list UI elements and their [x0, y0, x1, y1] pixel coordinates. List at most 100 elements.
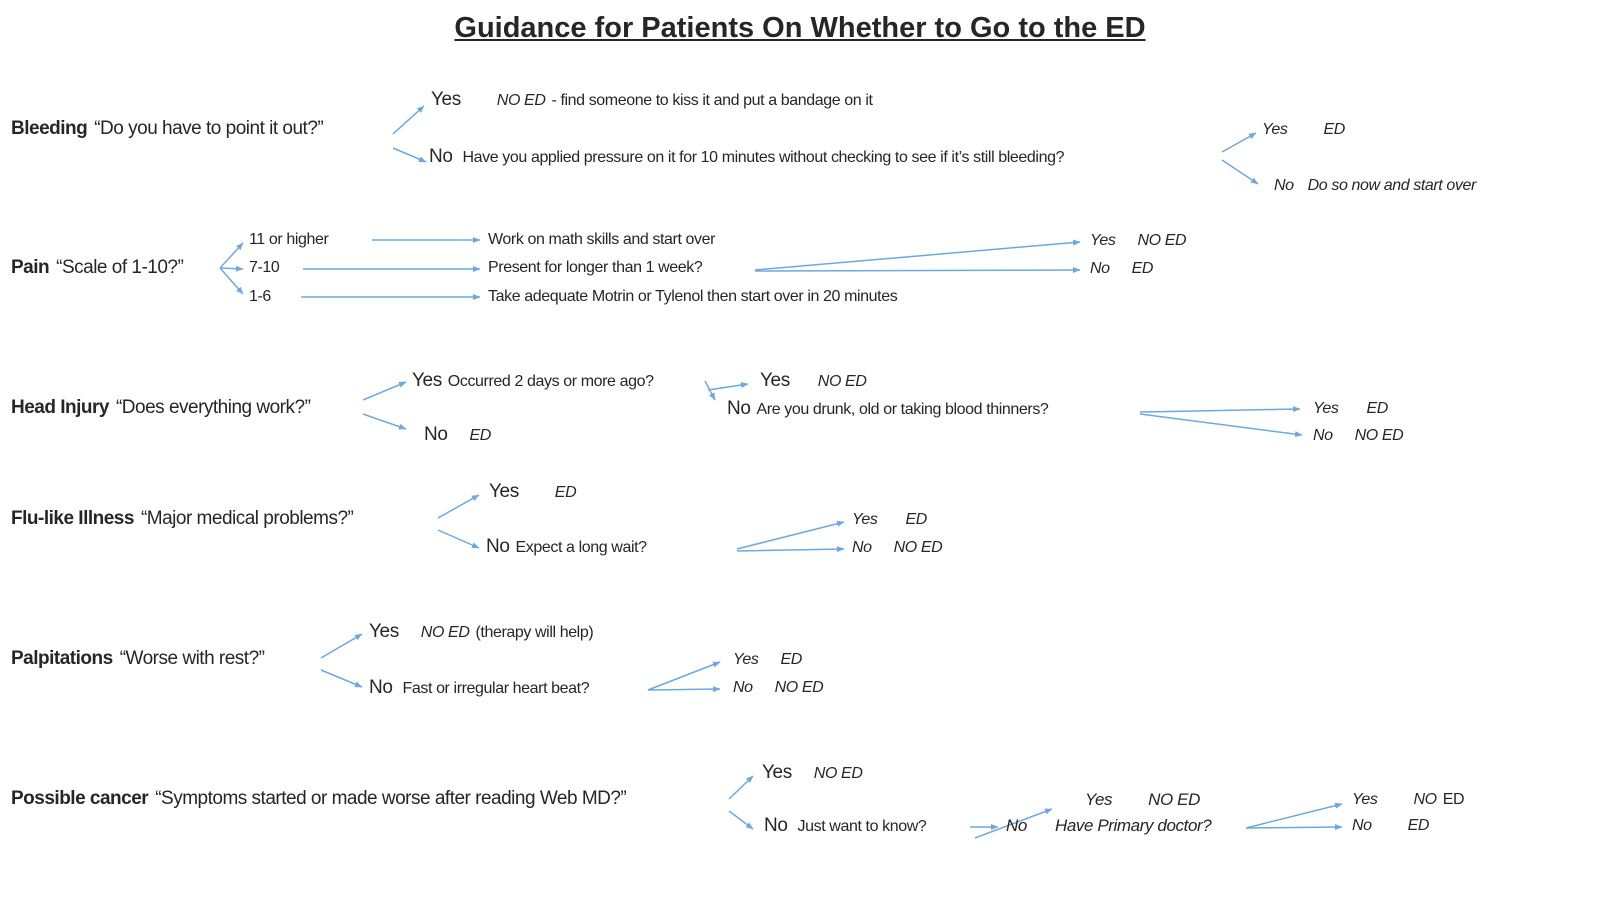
- head-subsub-yes-outcome: ED: [1366, 400, 1389, 417]
- flu-yes-label: Yes: [489, 481, 519, 502]
- pain-sub-no-line: No ED: [1090, 257, 1154, 281]
- cancer-sub-no-label: No: [1006, 816, 1027, 835]
- cancer-yes-outcome: NO ED: [813, 765, 863, 782]
- pain-question: “Scale of 1-10?”: [56, 257, 184, 278]
- flu-sub-yes-outcome: ED: [905, 511, 928, 528]
- palp-label: Palpitations: [11, 648, 113, 669]
- arrow: [320, 669, 363, 688]
- arrow: [736, 546, 845, 553]
- head-yes-question: Occurred 2 days or more ago?: [447, 373, 654, 390]
- head-no-outcome: ED: [469, 427, 492, 444]
- arrow: [754, 267, 1081, 274]
- pain-sub-no-label: No: [1090, 260, 1110, 277]
- bleeding-yes-label: Yes: [431, 89, 461, 110]
- head-sub-no-question: Are you drunk, old or taking blood thinn…: [756, 401, 1049, 418]
- flu-label: Flu-like Illness: [11, 508, 134, 529]
- head-sub-no-line: No Are you drunk, old or taking blood thi…: [727, 397, 1049, 422]
- bleeding-sub-yes-outcome: ED: [1323, 121, 1346, 138]
- arrow: [707, 382, 749, 391]
- arrow: [754, 239, 1081, 271]
- palp-no-question: Fast or irregular heart beat?: [402, 680, 590, 697]
- pain-branch-high-outcome: Work on math skills and start over: [488, 231, 716, 248]
- flu-no-label: No: [486, 536, 510, 557]
- pain-branch-mid-question: Present for longer than 1 week?: [488, 259, 703, 276]
- cancer-no-question: Just want to know?: [797, 818, 927, 835]
- cancer-subsub-no-outcome: ED: [1407, 817, 1430, 834]
- arrow: [219, 267, 244, 295]
- arrow: [320, 633, 363, 659]
- head-node: Head Injury“Does everything work?”: [11, 396, 311, 420]
- palp-sub-no-label: No: [733, 679, 753, 696]
- head-question: “Does everything work?”: [115, 397, 311, 418]
- flu-sub-yes-label: Yes: [852, 511, 878, 528]
- arrow: [1139, 406, 1301, 413]
- pain-branch-low: 1-6: [249, 288, 271, 305]
- cancer-sub-yes-outcome: NO ED: [1148, 790, 1200, 809]
- head-sub-no-label: No: [727, 398, 751, 419]
- palp-yes-label: Yes: [369, 621, 399, 642]
- arrow: [704, 380, 716, 401]
- palp-yes-line: Yes NO ED (therapy will help): [369, 620, 594, 645]
- pain-sub-no-outcome: ED: [1131, 260, 1154, 277]
- head-sub-yes-label: Yes: [760, 370, 790, 391]
- arrow: [728, 810, 754, 830]
- arrow: [219, 265, 244, 272]
- palp-yes-outcome: NO ED: [420, 624, 470, 641]
- bleeding-yes-outcome: NO ED: [496, 92, 546, 109]
- page-title: Guidance for Patients On Whether to Go t…: [454, 12, 1146, 44]
- head-sub-yes-line: Yes NO ED: [760, 369, 867, 394]
- arrow: [1245, 824, 1343, 831]
- arrow: [736, 520, 845, 550]
- flu-question: “Major medical problems?”: [140, 508, 354, 529]
- pain-label: Pain: [11, 257, 50, 278]
- arrow: [362, 381, 407, 401]
- arrow: [1245, 802, 1343, 829]
- bleeding-sub-yes-line: Yes ED: [1262, 118, 1345, 142]
- head-sub-yes-outcome: NO ED: [817, 373, 867, 390]
- cancer-question: “Symptoms started or made worse after re…: [155, 788, 627, 809]
- cancer-label: Possible cancer: [11, 788, 149, 809]
- bleeding-sub-yes-label: Yes: [1262, 121, 1288, 138]
- head-subsub-yes-line: Yes ED: [1313, 397, 1388, 421]
- arrow: [437, 529, 480, 549]
- cancer-subsub-yes-outcome-ed: ED: [1442, 791, 1465, 808]
- flu-yes-outcome: ED: [554, 484, 577, 501]
- head-subsub-no-outcome: NO ED: [1354, 427, 1404, 444]
- cancer-subsub-yes-label: Yes: [1352, 791, 1378, 808]
- palp-sub-yes-outcome: ED: [780, 651, 803, 668]
- arrow: [392, 147, 427, 163]
- cancer-sub-yes-line: Yes NO ED: [1085, 788, 1200, 813]
- bleeding-question: “Do you have to point it out?”: [94, 118, 324, 139]
- palp-question: “Worse with rest?”: [119, 648, 265, 669]
- arrow: [1221, 132, 1257, 153]
- palp-sub-yes-label: Yes: [733, 651, 759, 668]
- head-subsub-no-label: No: [1313, 427, 1333, 444]
- cancer-node: Possible cancer “Symptoms started or made…: [11, 787, 627, 811]
- pain-sub-yes-outcome: NO ED: [1137, 232, 1187, 249]
- pain-branch-mid: 7-10: [249, 259, 280, 276]
- cancer-no-line: No Just want to know?: [764, 814, 927, 839]
- pain-branch-high: 11 or higher: [249, 231, 329, 248]
- palp-node: Palpitations “Worse with rest?”: [11, 647, 265, 671]
- pain-branch-low-outcome: Take adequate Motrin or Tylenol then sta…: [488, 288, 898, 305]
- pain-node: Pain “Scale of 1-10?”: [11, 256, 184, 280]
- palp-yes-note: (therapy will help): [475, 624, 594, 641]
- cancer-sub-yes-label: Yes: [1085, 790, 1113, 809]
- head-subsub-yes-label: Yes: [1313, 400, 1339, 417]
- flu-sub-yes-line: Yes ED: [852, 508, 927, 532]
- palp-sub-yes-line: Yes ED: [733, 648, 802, 672]
- cancer-no-label: No: [764, 815, 788, 836]
- palp-sub-no-outcome: NO ED: [774, 679, 824, 696]
- arrow: [392, 105, 425, 135]
- arrow: [1139, 413, 1303, 438]
- flu-sub-no-label: No: [852, 539, 872, 556]
